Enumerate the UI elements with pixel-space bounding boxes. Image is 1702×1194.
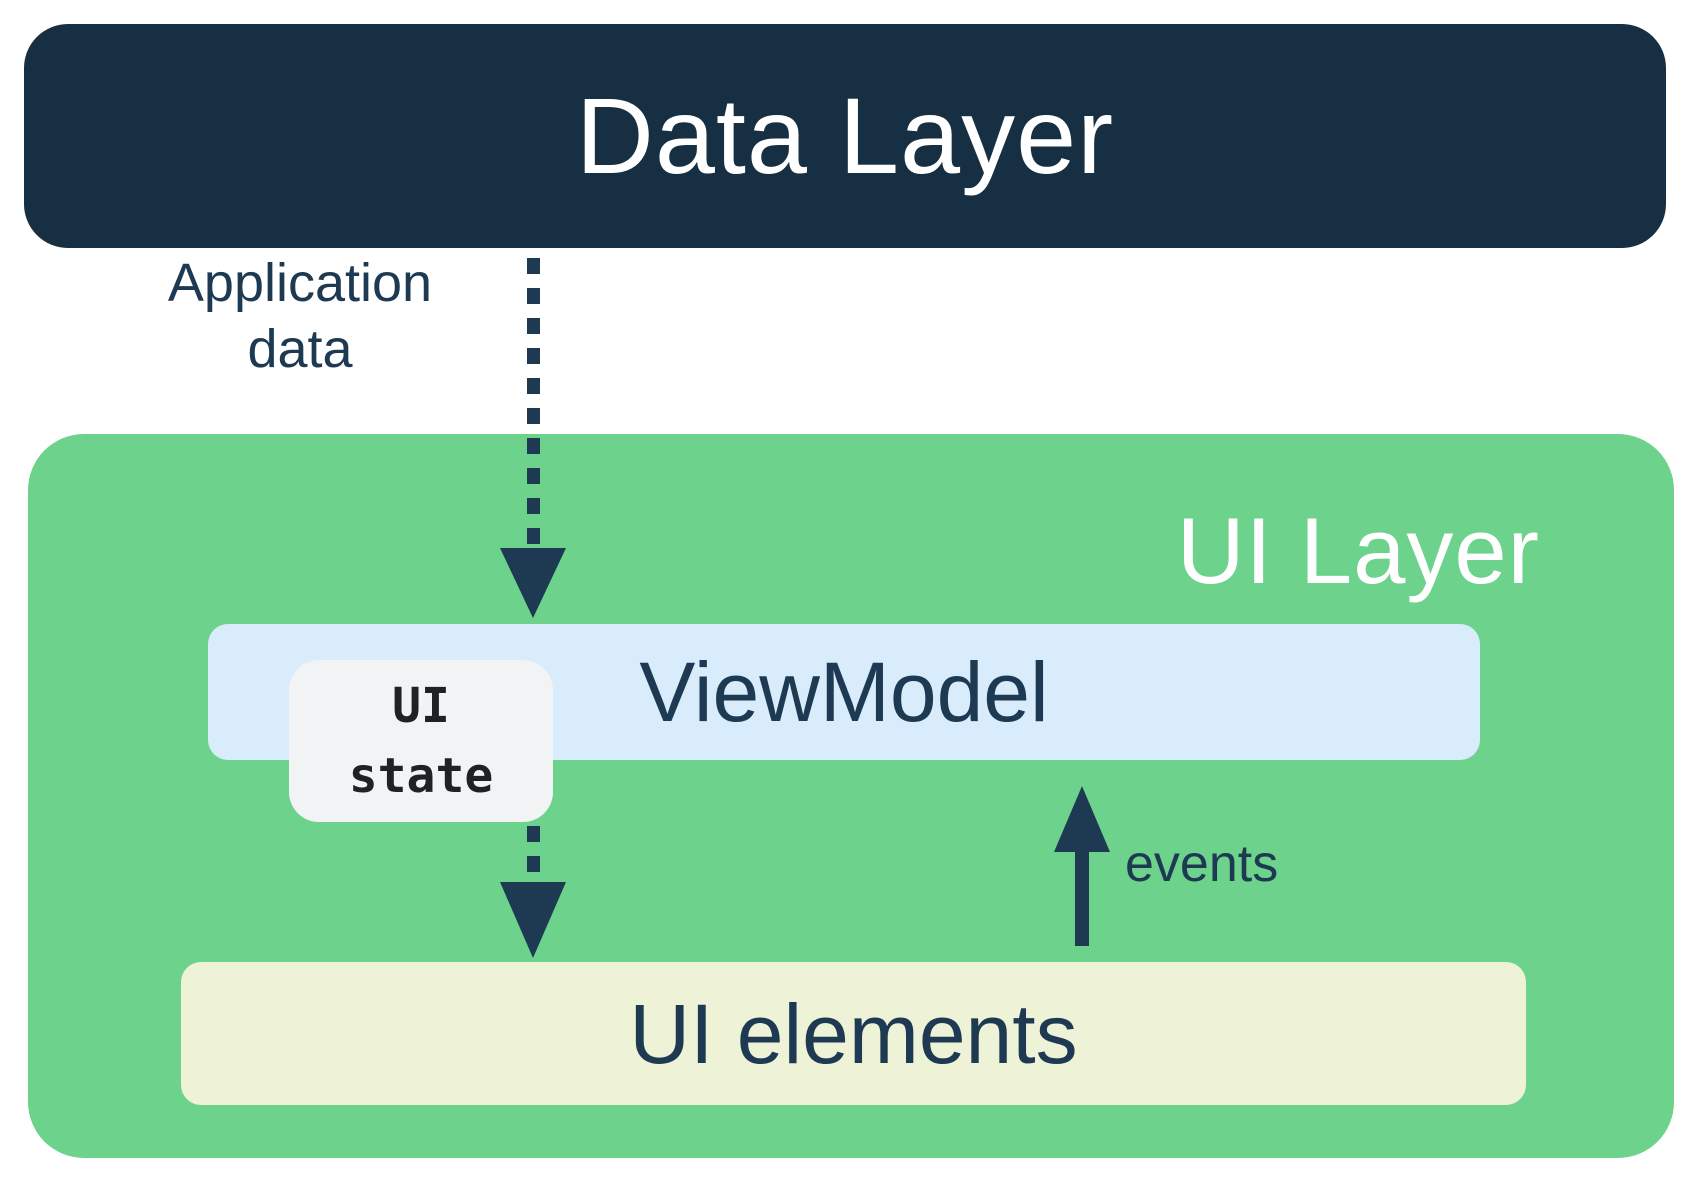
application-data-line2: data — [247, 319, 353, 379]
ui-state-line1: UI — [392, 678, 450, 734]
ui-state-box: UI state — [289, 660, 553, 822]
application-data-line1: Application — [167, 253, 433, 313]
application-data-label: Application data — [130, 250, 470, 382]
data-layer-title: Data Layer — [575, 75, 1115, 196]
ui-layer-title: UI Layer — [1176, 498, 1540, 603]
application-data-arrow-line — [527, 258, 540, 544]
ui-state-arrow-line — [527, 826, 540, 876]
ui-elements-label: UI elements — [629, 986, 1078, 1081]
ui-state-line2: state — [348, 748, 494, 804]
viewmodel-label: ViewModel — [639, 645, 1049, 739]
data-layer-box: Data Layer — [24, 24, 1666, 248]
events-arrowhead-icon — [1054, 786, 1110, 852]
ui-state-arrowhead-icon — [500, 882, 566, 958]
ui-elements-bar: UI elements — [181, 962, 1526, 1105]
application-data-arrowhead-icon — [500, 548, 566, 618]
events-label: events — [1125, 835, 1279, 893]
events-arrow-line — [1075, 850, 1089, 946]
